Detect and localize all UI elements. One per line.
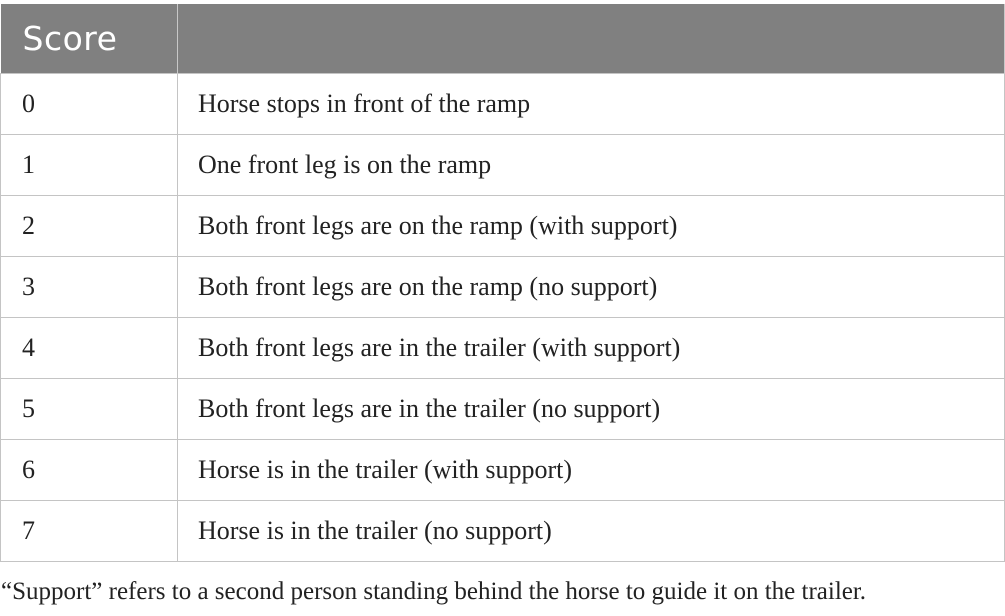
table-header-row: Score <box>0 4 1005 74</box>
score-cell: 3 <box>0 256 178 318</box>
table-footnote: “Support” refers to a second person stan… <box>1 578 867 605</box>
description-cell: Horse is in the trailer (no support) <box>177 500 1005 562</box>
table-row: 4 Both front legs are in the trailer (wi… <box>0 317 1005 379</box>
score-table-container: Score 0 Horse stops in front of the ramp… <box>0 4 1005 562</box>
score-cell: 6 <box>0 439 178 501</box>
description-cell: Horse stops in front of the ramp <box>177 73 1005 135</box>
description-cell: Both front legs are in the trailer (no s… <box>177 378 1005 440</box>
score-cell: 1 <box>0 134 178 196</box>
table-row: 3 Both front legs are on the ramp (no su… <box>0 256 1005 318</box>
score-cell: 7 <box>0 500 178 562</box>
score-cell: 0 <box>0 73 178 135</box>
description-cell: Both front legs are on the ramp (with su… <box>177 195 1005 257</box>
description-cell: Horse is in the trailer (with support) <box>177 439 1005 501</box>
table-row: 0 Horse stops in front of the ramp <box>0 73 1005 135</box>
table-row: 7 Horse is in the trailer (no support) <box>0 500 1005 562</box>
description-cell: Both front legs are on the ramp (no supp… <box>177 256 1005 318</box>
table-row: 5 Both front legs are in the trailer (no… <box>0 378 1005 440</box>
table-row: 2 Both front legs are on the ramp (with … <box>0 195 1005 257</box>
score-table: Score 0 Horse stops in front of the ramp… <box>0 4 1005 562</box>
score-cell: 5 <box>0 378 178 440</box>
score-cell: 2 <box>0 195 178 257</box>
table-row: 1 One front leg is on the ramp <box>0 134 1005 196</box>
description-cell: Both front legs are in the trailer (with… <box>177 317 1005 379</box>
header-description <box>177 4 1005 74</box>
description-cell: One front leg is on the ramp <box>177 134 1005 196</box>
table-row: 6 Horse is in the trailer (with support) <box>0 439 1005 501</box>
score-cell: 4 <box>0 317 178 379</box>
header-score: Score <box>0 4 178 74</box>
